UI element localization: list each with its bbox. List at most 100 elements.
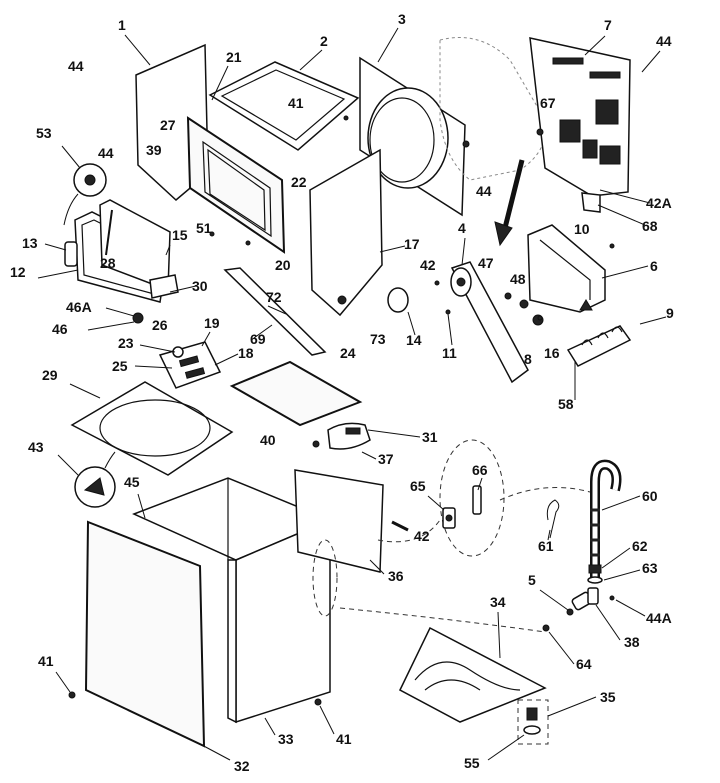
callout-55: 55 [464,755,480,771]
callout-45: 45 [124,474,140,490]
callout-15: 15 [172,227,188,243]
callout-42: 42 [420,257,436,273]
callout-20: 20 [275,257,291,273]
callout-60: 60 [642,488,658,504]
part-6-bracket [527,224,649,313]
callout-37: 37 [378,451,394,467]
callout-18: 18 [238,345,254,361]
callout-8: 8 [524,351,532,367]
callout-61: 61 [538,538,554,554]
part-3-drum-panel [359,27,466,217]
callout-5: 5 [528,572,536,588]
callout-2: 2 [320,33,328,49]
part-7-control-panel [529,35,661,197]
part-35-leveling-foot [487,696,597,761]
part-69-strip [223,267,327,356]
callout-51: 51 [196,220,212,236]
part-34-base [399,611,547,723]
callout-42a: 42A [646,195,672,211]
part-66-clip [472,477,483,515]
callout-44: 44 [98,145,114,161]
callout-31: 31 [422,429,438,445]
part-65-clip [427,495,456,529]
part-61-wire [546,499,560,541]
part-4-motor [450,237,529,384]
callout-27: 27 [160,117,176,133]
callout-28: 28 [100,255,116,271]
part-58-terminal-block [566,299,667,400]
part-19-hinge [134,331,239,389]
part-15-door-inner [99,199,171,292]
part-29-top-cover [69,381,234,476]
callout-30: 30 [192,278,208,294]
callout-62: 62 [632,538,648,554]
part-62-fitting [588,547,631,574]
part-63-washer [587,569,641,584]
callout-4: 4 [458,220,466,236]
callout-46: 46 [52,321,68,337]
callout-16: 16 [544,345,560,361]
callout-44: 44 [476,183,492,199]
part-68-bracket [581,189,651,226]
callout-33: 33 [278,731,294,747]
callout-66: 66 [472,462,488,478]
callout-6: 6 [650,258,658,274]
callout-43: 43 [28,439,44,455]
part-32-front-panel [55,520,231,761]
callout-48: 48 [510,271,526,287]
callout-13: 13 [22,235,38,251]
callout-29: 29 [42,367,58,383]
callout-24: 24 [340,345,356,361]
part-44a-screw [609,595,646,617]
callout-22: 22 [291,174,307,190]
callout-39: 39 [146,142,162,158]
callout-36: 36 [388,568,404,584]
part-24-panel [229,360,363,427]
callout-58: 58 [558,396,574,412]
callout-44: 44 [68,58,84,74]
callout-14: 14 [406,332,422,348]
callout-3: 3 [398,11,406,27]
callout-12: 12 [10,264,26,280]
callout-40: 40 [260,432,276,448]
part-31-bracket [312,422,421,460]
callout-10: 10 [574,221,590,237]
callout-23: 23 [118,335,134,351]
part-43-detail-circle [57,451,116,508]
callout-38: 38 [624,634,640,650]
part-2-top-frame [208,49,360,151]
callout-21: 21 [226,49,242,65]
callout-19: 19 [204,315,220,331]
callout-72: 72 [266,289,282,305]
part-27-window-frame [186,65,286,254]
callout-labels: 1 2 3 7 44 44 21 41 67 53 27 39 44 22 44… [10,11,674,774]
part-53-detail-circle [61,145,107,226]
part-64-screw [542,624,575,665]
callout-35: 35 [600,689,616,705]
dashed-detail-ellipses [312,439,591,633]
callout-41: 41 [336,731,352,747]
direction-arrow [494,159,525,247]
part-38-valve [571,587,621,641]
callout-41: 41 [288,95,304,111]
callout-73: 73 [370,331,386,347]
callout-64: 64 [576,656,592,672]
callout-26: 26 [152,317,168,333]
small-fasteners-upper [209,140,544,346]
part-41-screw [314,698,335,735]
part-60-hose [590,459,641,580]
callout-69: 69 [250,331,266,347]
callout-32: 32 [234,758,250,774]
part-13-latch [44,241,78,267]
callout-65: 65 [410,478,426,494]
callout-41: 41 [38,653,54,669]
callout-34: 34 [490,594,506,610]
callout-53: 53 [36,125,52,141]
callout-46a: 46A [66,299,92,315]
callout-44: 44 [656,33,672,49]
callout-9: 9 [666,305,674,321]
part-46-screw [87,307,144,331]
callout-11: 11 [442,345,457,361]
callout-68: 68 [642,218,658,234]
